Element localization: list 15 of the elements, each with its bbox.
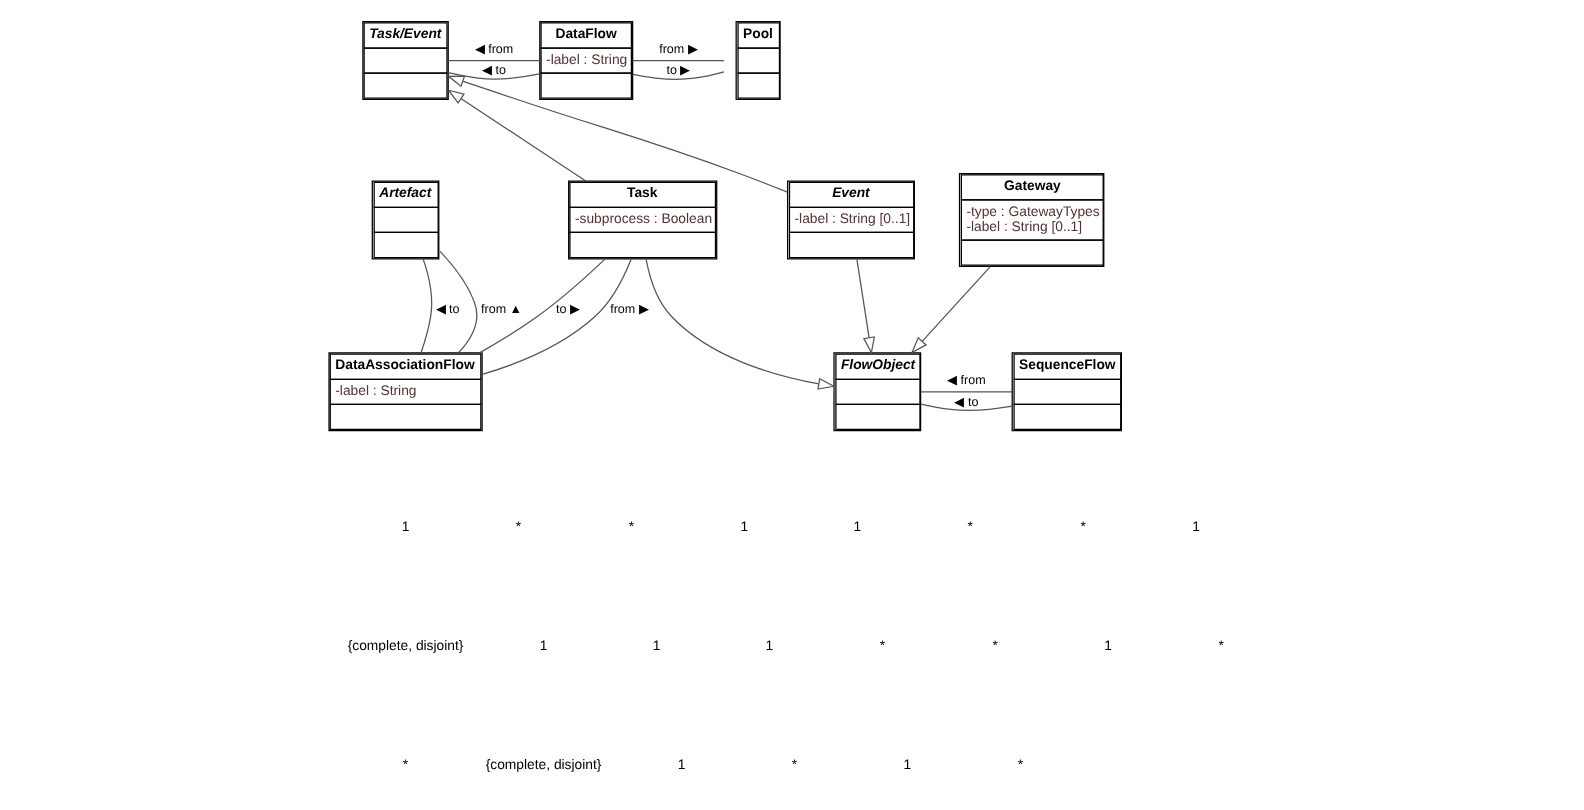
connector [447, 59, 541, 62]
connector [481, 258, 632, 376]
connector [447, 72, 541, 80]
connector [478, 258, 606, 354]
arrow [645, 258, 836, 390]
arrow [446, 89, 587, 182]
connector [420, 258, 433, 354]
arrow [446, 75, 789, 193]
connector [920, 391, 1013, 393]
connector [920, 403, 1013, 411]
arrow [910, 265, 991, 354]
connector [439, 250, 478, 354]
arrow [856, 258, 876, 355]
connector [632, 71, 725, 80]
connector [632, 59, 725, 62]
